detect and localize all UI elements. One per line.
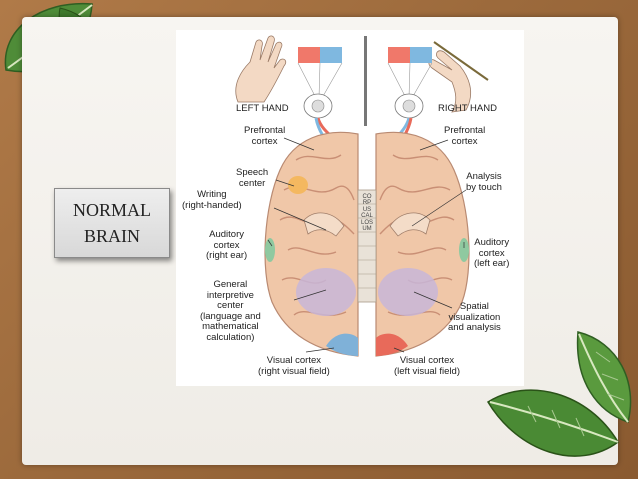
visual-cortex-left-area xyxy=(326,333,358,356)
slide-title-line1: NORMAL xyxy=(72,200,151,220)
slide-title-box: NORMAL BRAIN xyxy=(54,188,170,258)
slide-title-line2: BRAIN xyxy=(83,226,140,246)
label-general-interpretive: General interpretive center (language an… xyxy=(200,279,261,343)
auditory-cortex-left-ear-area xyxy=(459,238,469,262)
label-right-prefrontal: Prefrontal cortex xyxy=(444,125,486,147)
label-corpus-callosum: CORPUS CALLOSUM xyxy=(361,194,374,233)
general-interpretive-area xyxy=(296,268,356,316)
left-hand-icon xyxy=(235,35,287,103)
label-auditory-right-ear: Auditory cortex (right ear) xyxy=(206,229,248,261)
label-auditory-left-ear: Auditory cortex (left ear) xyxy=(474,237,510,269)
right-hand-icon xyxy=(428,41,489,113)
label-writing: Writing (right-handed) xyxy=(182,189,242,211)
brain-illustration xyxy=(235,35,489,357)
spatial-visualization-area xyxy=(378,268,438,316)
label-left-prefrontal: Prefrontal cortex xyxy=(244,125,286,147)
label-analysis-by-touch: Analysis by touch xyxy=(466,171,502,193)
center-divider xyxy=(364,36,367,126)
auditory-cortex-right-ear-area xyxy=(265,238,275,262)
label-right-hand: RIGHT HAND xyxy=(438,103,497,114)
label-visual-right-field: Visual cortex (right visual field) xyxy=(258,355,330,377)
speech-center-area xyxy=(288,176,308,194)
left-hemisphere xyxy=(264,131,359,357)
leaf-decoration-bottom-right xyxy=(486,331,632,457)
brain-diagram: LEFT HAND RIGHT HAND Prefrontal cortex S… xyxy=(176,30,524,386)
label-left-hand: LEFT HAND xyxy=(236,103,289,114)
label-spatial-visualization: Spatial visualization and analysis xyxy=(448,301,501,333)
label-visual-left-field: Visual cortex (left visual field) xyxy=(394,355,460,377)
label-speech-center: Speech center xyxy=(236,167,269,189)
